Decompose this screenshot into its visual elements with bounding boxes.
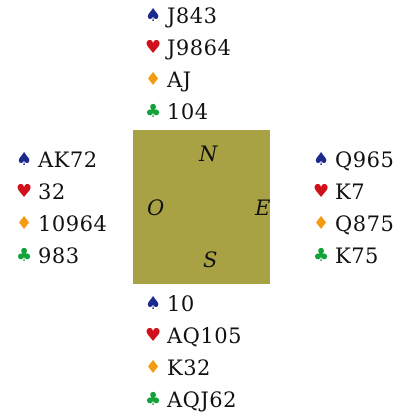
spade-icon: ♠: [16, 149, 33, 170]
south-hearts-line: ♥ AQ105: [145, 320, 242, 352]
compass-west: O: [147, 196, 165, 220]
west-clubs-line: ♣ 983: [16, 240, 107, 272]
south-hearts-cards: AQ105: [167, 324, 242, 348]
south-clubs-line: ♣ AQJ62: [145, 384, 242, 416]
east-clubs-cards: K75: [335, 244, 379, 268]
north-diamonds-cards: AJ: [167, 68, 192, 92]
north-clubs-cards: 104: [167, 100, 209, 124]
diamond-icon: ♦: [313, 213, 330, 234]
north-spades-cards: J843: [167, 4, 218, 28]
spade-icon: ♠: [313, 149, 330, 170]
north-clubs-line: ♣ 104: [145, 96, 231, 128]
south-diamonds-line: ♦ K32: [145, 352, 242, 384]
north-hearts-line: ♥ J9864: [145, 32, 231, 64]
east-hand: ♠ Q965 ♥ K7 ♦ Q875 ♣ K75: [313, 144, 394, 272]
west-clubs-cards: 983: [38, 244, 80, 268]
compass-north: N: [199, 142, 218, 166]
diamond-icon: ♦: [145, 69, 162, 90]
north-diamonds-line: ♦ AJ: [145, 64, 231, 96]
bridge-table: N O E S: [133, 130, 270, 284]
south-spades-line: ♠ 10: [145, 288, 242, 320]
diamond-icon: ♦: [145, 357, 162, 378]
south-hand: ♠ 10 ♥ AQ105 ♦ K32 ♣ AQJ62: [145, 288, 242, 416]
west-hearts-cards: 32: [38, 180, 66, 204]
diamond-icon: ♦: [16, 213, 33, 234]
club-icon: ♣: [145, 389, 162, 410]
west-diamonds-line: ♦ 10964: [16, 208, 107, 240]
west-hand: ♠ AK72 ♥ 32 ♦ 10964 ♣ 983: [16, 144, 107, 272]
south-diamonds-cards: K32: [167, 356, 211, 380]
east-clubs-line: ♣ K75: [313, 240, 394, 272]
south-spades-cards: 10: [167, 292, 195, 316]
east-diamonds-cards: Q875: [335, 212, 395, 236]
east-spades-cards: Q965: [335, 148, 395, 172]
west-spades-line: ♠ AK72: [16, 144, 107, 176]
east-spades-line: ♠ Q965: [313, 144, 394, 176]
heart-icon: ♥: [313, 181, 330, 202]
north-hand: ♠ J843 ♥ J9864 ♦ AJ ♣ 104: [145, 0, 231, 128]
spade-icon: ♠: [145, 293, 162, 314]
east-hearts-cards: K7: [335, 180, 366, 204]
spade-icon: ♠: [145, 5, 162, 26]
south-clubs-cards: AQJ62: [167, 388, 238, 412]
east-diamonds-line: ♦ Q875: [313, 208, 394, 240]
club-icon: ♣: [145, 101, 162, 122]
north-hearts-cards: J9864: [167, 36, 232, 60]
heart-icon: ♥: [145, 37, 162, 58]
heart-icon: ♥: [145, 325, 162, 346]
north-spades-line: ♠ J843: [145, 0, 231, 32]
compass-south: S: [203, 248, 218, 272]
club-icon: ♣: [16, 245, 33, 266]
heart-icon: ♥: [16, 181, 33, 202]
club-icon: ♣: [313, 245, 330, 266]
east-hearts-line: ♥ K7: [313, 176, 394, 208]
west-spades-cards: AK72: [38, 148, 98, 172]
west-hearts-line: ♥ 32: [16, 176, 107, 208]
west-diamonds-cards: 10964: [38, 212, 108, 236]
compass-east: E: [255, 196, 271, 220]
